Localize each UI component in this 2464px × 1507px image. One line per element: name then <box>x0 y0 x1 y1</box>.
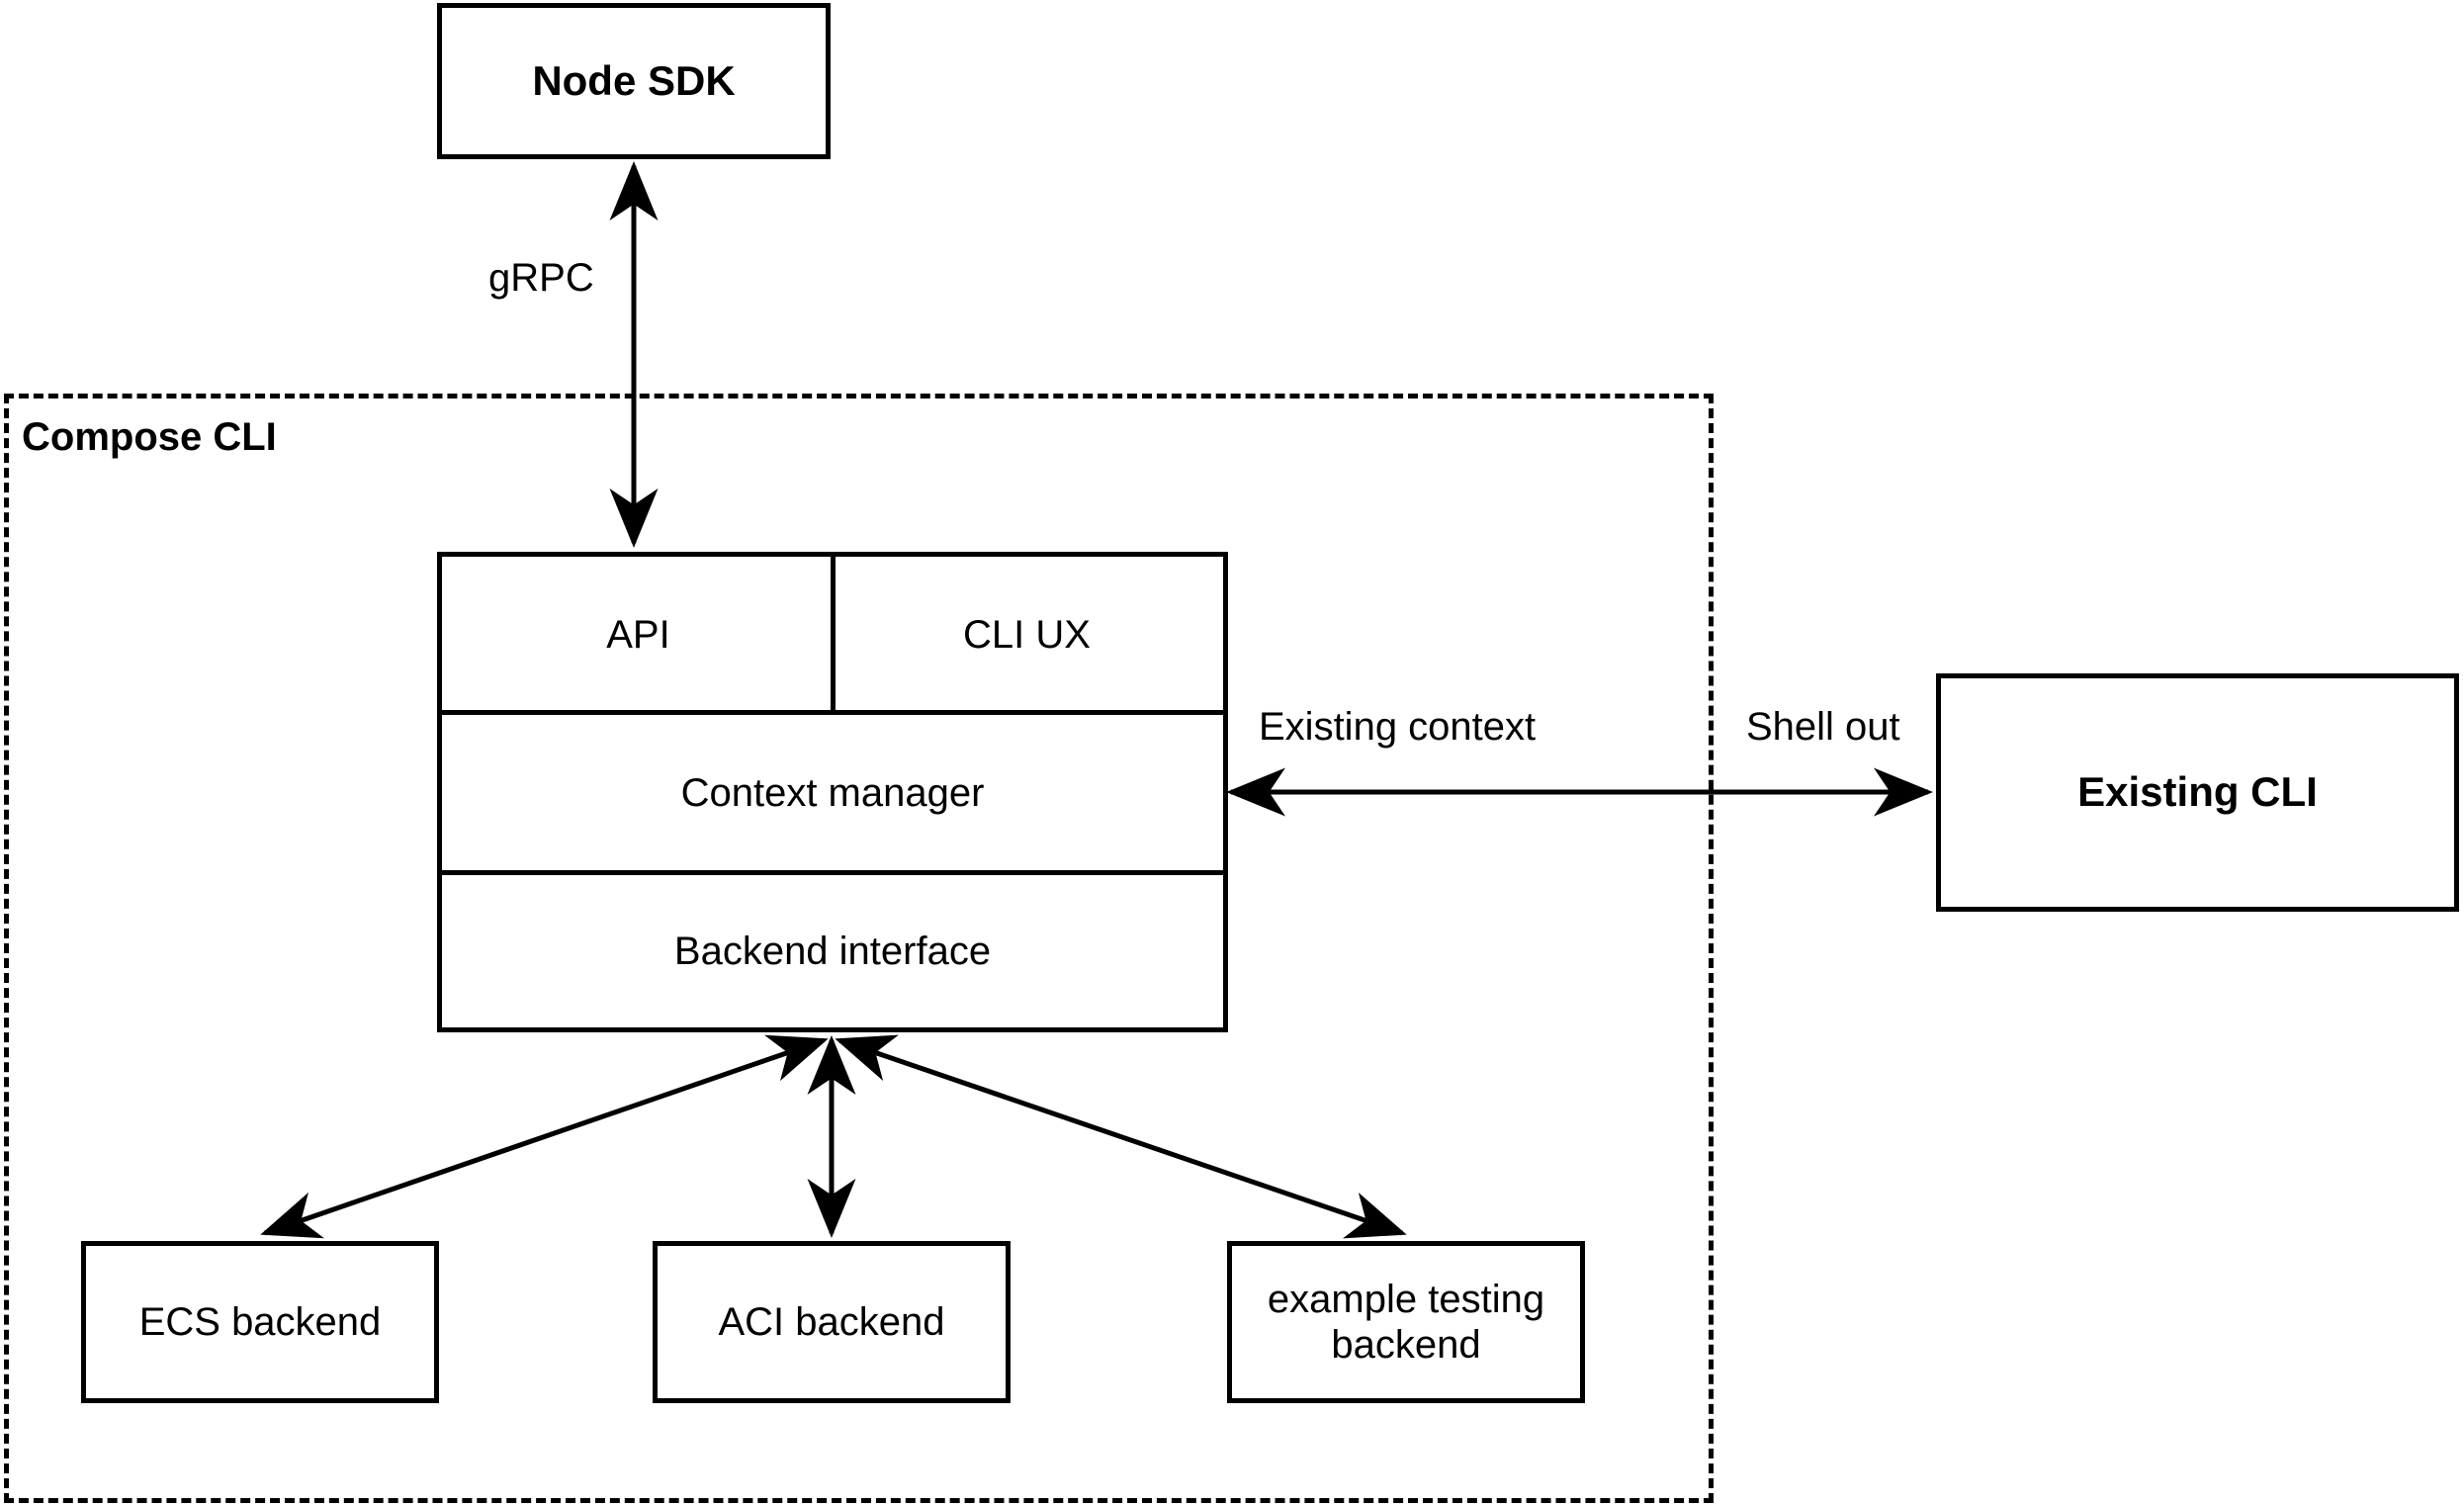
edge-label-shell-out: Shell out <box>1746 705 1900 749</box>
cli-ux-cell[interactable]: CLI UX <box>831 557 1223 712</box>
node-sdk-label: Node SDK <box>532 56 736 104</box>
edge-label-existing-context: Existing context <box>1259 705 1537 749</box>
context-manager-cell[interactable]: Context manager <box>442 715 1223 870</box>
cli-ux-label: CLI UX <box>963 612 1091 657</box>
row1-row2-divider <box>442 710 1223 715</box>
compose-cli-container-label: Compose CLI <box>22 415 277 459</box>
example-testing-backend-label-line2: backend <box>1331 1323 1481 1367</box>
edge-label-grpc: gRPC <box>488 256 594 300</box>
api-cell[interactable]: API <box>442 557 835 712</box>
existing-cli-box[interactable]: Existing CLI <box>1936 673 2459 912</box>
ecs-backend-label: ECS backend <box>138 1300 382 1344</box>
api-cli-ux-divider <box>831 557 836 712</box>
edge-backend-to-ecs <box>260 1034 829 1239</box>
ecs-backend-box[interactable]: ECS backend <box>81 1241 439 1403</box>
row2-row3-divider <box>442 870 1223 875</box>
compose-cli-stack-box: API CLI UX Context manager Backend inter… <box>437 552 1228 1032</box>
aci-backend-box[interactable]: ACI backend <box>653 1241 1011 1403</box>
backend-interface-label: Backend interface <box>673 930 992 973</box>
example-testing-backend-box[interactable]: example testing backend <box>1227 1241 1585 1403</box>
edge-backend-to-example-testing <box>835 1034 1407 1239</box>
aci-backend-label: ACI backend <box>718 1300 945 1344</box>
node-sdk-box[interactable]: Node SDK <box>437 3 831 159</box>
api-label: API <box>606 612 670 657</box>
backend-interface-cell[interactable]: Backend interface <box>442 875 1223 1027</box>
context-manager-label: Context manager <box>680 770 985 815</box>
compose-cli-container <box>4 394 1714 1503</box>
existing-cli-label: Existing CLI <box>2077 768 2318 816</box>
example-testing-backend-label-line1: example testing <box>1267 1278 1545 1321</box>
